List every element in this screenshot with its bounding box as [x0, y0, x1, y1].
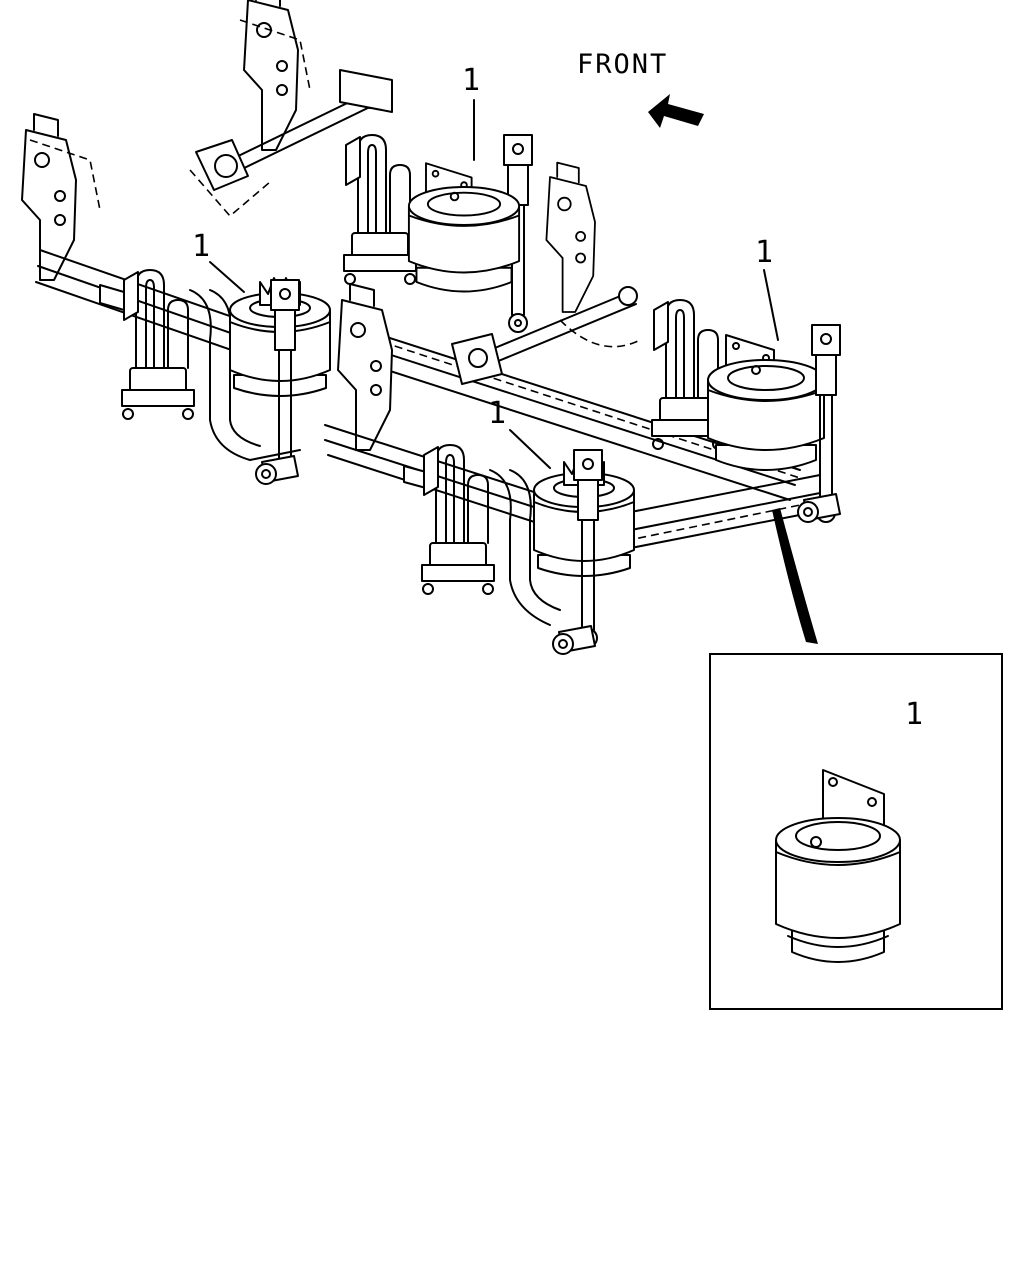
callout-rear-left-airspring: 1 — [192, 229, 210, 264]
left-rear-hanger — [121, 269, 195, 420]
front-torque-rod — [451, 286, 641, 385]
center-frame-bracket — [337, 283, 393, 451]
rear-right-hanger — [343, 134, 417, 285]
detail-airspring — [775, 769, 901, 963]
callout-right-airspring: 1 — [755, 235, 773, 270]
front-direction-label: FRONT — [577, 49, 668, 80]
front-stabilizer-arm — [489, 469, 561, 626]
right-front-airspring — [707, 334, 825, 471]
right-frame-bracket — [545, 161, 596, 313]
front-left-eye — [552, 625, 596, 655]
detail-callout-label: 1 — [905, 697, 923, 732]
front-direction-arrow-icon — [648, 94, 704, 128]
rear-frame-bracket-left — [239, 0, 311, 151]
callout-front-left-airspring: 1 — [488, 396, 506, 431]
rear-left-eye — [255, 455, 299, 485]
rear-torque-rod — [189, 69, 393, 218]
callout-top-airspring: 1 — [462, 63, 480, 98]
detail-pointer — [772, 508, 818, 644]
left-frame-bracket — [21, 113, 101, 281]
front-right-airspring-upper — [407, 162, 521, 293]
